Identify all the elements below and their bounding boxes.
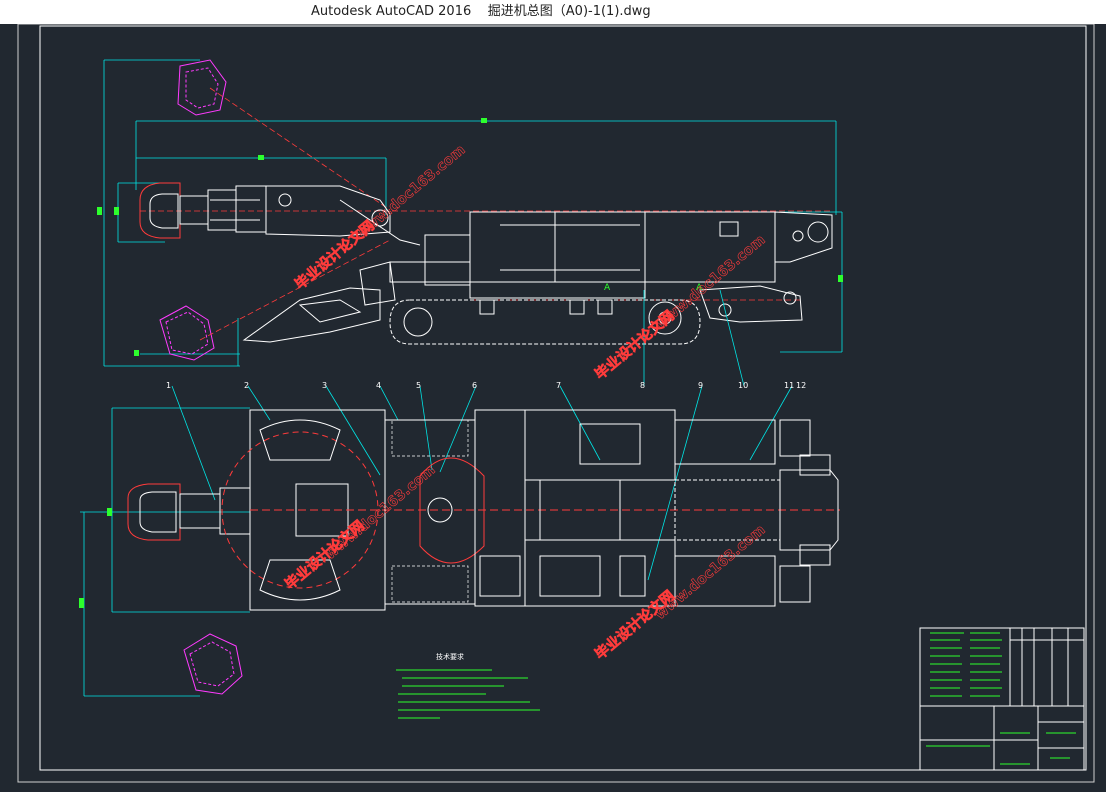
callout-10: 10 xyxy=(738,381,748,390)
watermark-cn-4: 毕业设计论文网 xyxy=(592,587,678,663)
cutter-head-swing-positions xyxy=(159,59,227,361)
app-name: Autodesk AutoCAD 2016 xyxy=(311,4,472,19)
title-block-entries xyxy=(926,632,1076,765)
callout-2: 2 xyxy=(244,381,249,390)
leader-lines xyxy=(171,289,793,581)
part-callouts: 1 2 3 4 5 6 7 8 9 10 11 12 xyxy=(166,381,806,390)
watermark-cn-1: 毕业设计论文网 xyxy=(292,217,378,293)
plan-view[interactable] xyxy=(79,289,840,697)
callout-11: 11 xyxy=(784,381,794,390)
file-name: 掘进机总图（A0)-1(1).dwg xyxy=(487,4,651,19)
tech-req-title: 技术要求 xyxy=(436,652,464,661)
title-block xyxy=(919,627,1085,771)
watermark-cn-2: 毕业设计论文网 xyxy=(592,307,678,383)
boom-shaft-plan xyxy=(179,493,221,529)
cutting-boom-side xyxy=(179,185,421,246)
side-view[interactable] xyxy=(97,59,843,367)
technical-requirements: 技术要求 xyxy=(396,652,540,719)
callout-12: 12 xyxy=(796,381,806,390)
side-centerlines xyxy=(140,87,830,341)
callout-8: 8 xyxy=(640,381,645,390)
crawler-track-side xyxy=(389,299,701,345)
callout-7: 7 xyxy=(556,381,561,390)
plan-view-dimensions xyxy=(80,407,250,697)
callout-5: 5 xyxy=(416,381,421,390)
track-links-plan xyxy=(391,419,469,603)
sheet-outer-border xyxy=(17,23,1095,783)
tech-req-lines xyxy=(396,669,540,719)
window-titlebar: Autodesk AutoCAD 2016 掘进机总图（A0)-1(1).dwg xyxy=(0,0,1106,24)
loading-shovel-side xyxy=(242,261,396,343)
section-mark-a2: A xyxy=(696,283,703,293)
callout-3: 3 xyxy=(322,381,327,390)
drawing-svg[interactable]: 1 2 3 4 5 6 7 8 9 10 11 12 A A 技术要求 xyxy=(0,23,1106,788)
section-marks: A A xyxy=(604,283,703,293)
watermark-url-4: www.doc163.com xyxy=(652,522,768,623)
section-mark-a1: A xyxy=(604,283,611,293)
side-view-dimensions xyxy=(103,59,843,367)
callout-4: 4 xyxy=(376,381,381,390)
drawing-canvas[interactable]: 1 2 3 4 5 6 7 8 9 10 11 12 A A 技术要求 xyxy=(0,23,1106,788)
cutter-head-plan xyxy=(127,483,181,541)
main-body-side xyxy=(389,211,833,299)
side-view-dim-marks xyxy=(97,118,843,356)
plan-cutter-swing xyxy=(183,633,243,695)
callout-9: 9 xyxy=(698,381,703,390)
watermark-cn-3: 毕业设计论文网 xyxy=(282,517,368,593)
window-title: Autodesk AutoCAD 2016 掘进机总图（A0)-1(1).dwg xyxy=(311,0,651,24)
cutter-head-side xyxy=(139,182,181,239)
sheet-inner-border xyxy=(39,25,1087,771)
callout-6: 6 xyxy=(472,381,477,390)
callout-1: 1 xyxy=(166,381,171,390)
main-frame-plan xyxy=(221,409,840,611)
rear-stabilizer-side xyxy=(699,285,803,323)
plan-view-dim-marks xyxy=(79,508,112,608)
turntable-plan xyxy=(419,457,485,564)
